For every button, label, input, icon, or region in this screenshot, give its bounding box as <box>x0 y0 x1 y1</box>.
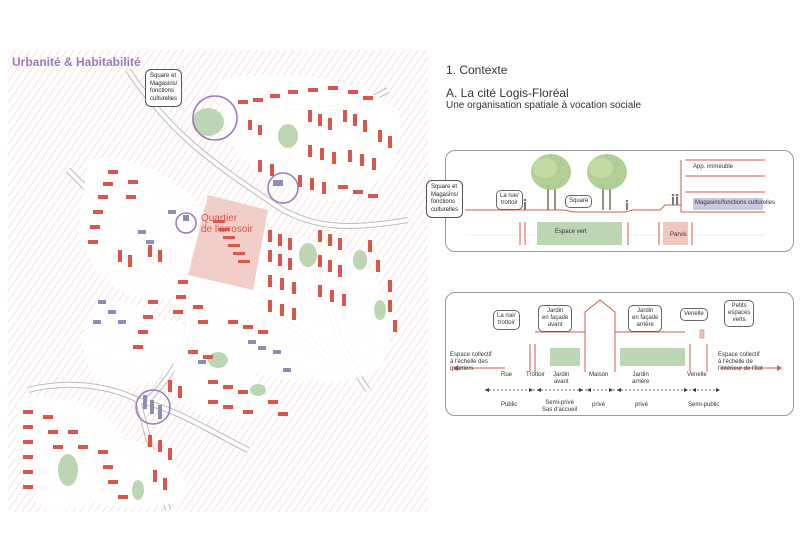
focus-circles <box>135 95 299 425</box>
label-jardin-avant: Jardin avant <box>553 372 570 385</box>
people-icon <box>517 193 679 210</box>
tree-icon <box>587 154 627 210</box>
quartier-label: Quartier de l'arrosoir <box>201 213 253 235</box>
label-espace-collectif-right: Espace collectif à l'échelle de l'intéri… <box>718 352 763 372</box>
section-1-drawing <box>465 154 765 245</box>
privacy-prive-2: privé <box>635 402 649 408</box>
label-jardin-arriere: Jardin arrière <box>632 372 650 385</box>
label-app-immeuble: App. immeuble <box>693 164 734 170</box>
section-2-drawing <box>453 299 782 392</box>
label-venelle: Venelle <box>687 372 707 378</box>
callout-square-mid: Square et Magasins/ fonctions culturelle… <box>426 180 464 218</box>
privacy-semi-public: Semi-public <box>688 402 720 408</box>
label-la-rue-1: La rue/ trottoir <box>496 190 523 210</box>
label-jardin-avant-box: Jardin en façade avant <box>538 305 573 332</box>
callout-square-top: Square et Magasins/ fonctions culturelle… <box>145 69 183 107</box>
tree-icon <box>531 154 571 210</box>
label-espace-vert: Espace vert <box>555 229 587 235</box>
privacy-semi-prive: Semi-privé Sas d'accueil <box>542 400 578 413</box>
collective-buildings <box>93 180 291 419</box>
label-maison: Maison <box>589 372 609 378</box>
label-venelle-box: Venelle <box>680 308 708 321</box>
section-heading: 1. Contexte <box>446 63 508 77</box>
buildings <box>23 86 397 499</box>
label-jardin-arriere-box: Jardin en façade arrière <box>628 305 663 332</box>
label-petits-espaces: Petits espaces verts <box>724 300 755 327</box>
label-rue: Rue <box>501 372 513 378</box>
label-la-rue-2: La rue/ trottoir <box>493 310 520 330</box>
label-parvis: Parvis <box>670 232 687 238</box>
label-magasins: Magasins/fonctions culturelles <box>695 200 776 206</box>
page-subtitle: Une organisation spatiale à vocation soc… <box>446 100 642 111</box>
map-title: Urbanité & Habitabilité <box>12 55 141 69</box>
site-map <box>8 50 428 512</box>
label-square: Square <box>565 195 593 208</box>
privacy-public: Public <box>501 402 518 408</box>
label-espace-collectif-left: Espace collectif à l'échelle des quartie… <box>450 352 492 372</box>
label-trottoir: Trottoir <box>526 372 545 378</box>
privacy-prive-1: privé <box>592 402 606 408</box>
page-title: A. La cité Logis-Floréal <box>446 86 569 100</box>
quartier-zone <box>188 195 268 290</box>
